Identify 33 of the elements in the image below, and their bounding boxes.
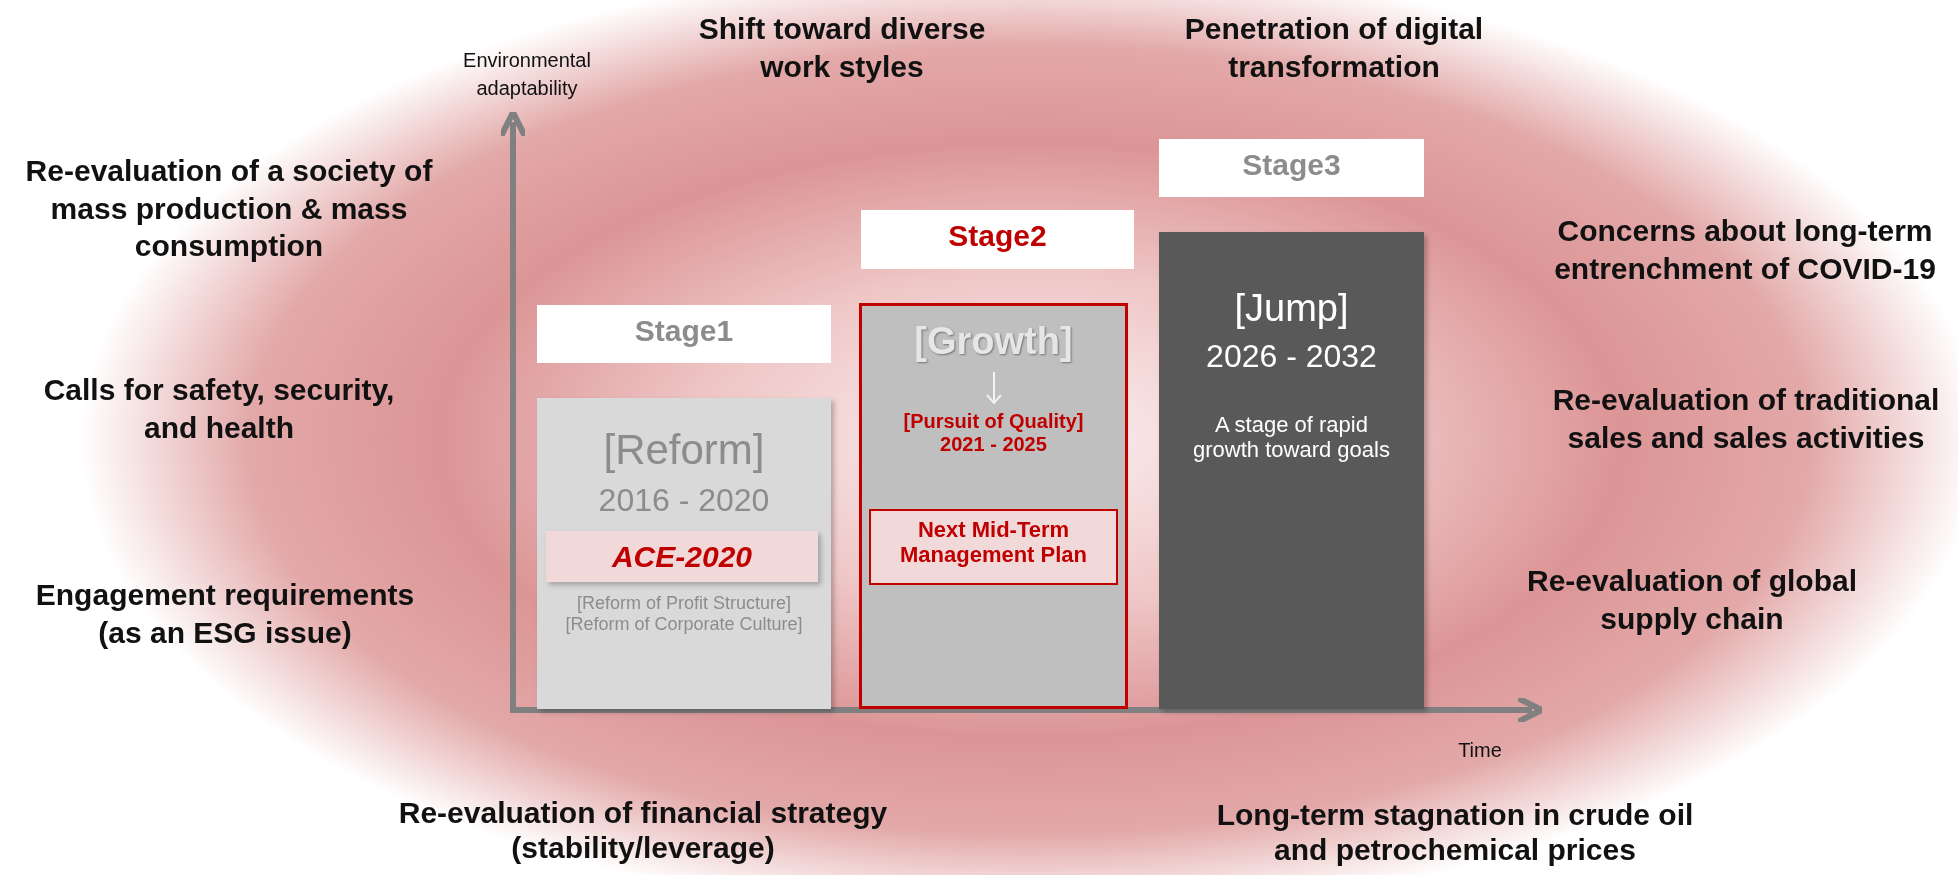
plan-name: ACE-2020 — [610, 540, 754, 575]
trend-label: Penetration of digital transformation — [1183, 11, 1485, 85]
stage-header — [537, 305, 831, 363]
axis-label: Time — [1457, 738, 1503, 763]
trend-label: Concerns about long-term entrenchment of COVID-19 — [1553, 213, 1937, 287]
year-range: 2016 - 2020 — [597, 482, 771, 519]
trend-label: Re-evaluation of global supply chain — [1526, 563, 1858, 637]
stage-title: Stage3 — [1241, 148, 1342, 183]
year-range: 2026 - 2032 — [1205, 338, 1378, 375]
stage-bar — [859, 303, 1128, 709]
stage-description: A stage of rapid growth toward goals — [1192, 412, 1391, 463]
stage-theme: [Growth] — [913, 320, 1074, 364]
stage-bar — [537, 398, 831, 709]
reform-note: [Reform of Profit Structure] [Reform of Corporate Culture] — [564, 593, 804, 635]
trend-label: Calls for safety, security, and health — [42, 372, 396, 446]
stage-header — [861, 210, 1134, 269]
stage-header — [1159, 139, 1424, 197]
trend-label: Long-term stagnation in crude oil and petrochemical prices — [1215, 798, 1695, 867]
plan-box — [546, 531, 818, 582]
trend-label: Shift toward diverse work styles — [697, 11, 987, 85]
stage-theme: [Reform] — [602, 426, 766, 475]
plan-name: Next Mid-Term Management Plan — [898, 517, 1088, 568]
trend-label: Re-evaluation of a society of mass production & mass consumption — [24, 153, 434, 264]
trend-label: Re-evaluation of financial strategy (stability/leverage) — [397, 796, 889, 865]
stage-theme: [Pursuit of Quality] 2021 - 2025 — [902, 410, 1085, 456]
trend-label: Engagement requirements (as an ESG issue) — [34, 577, 416, 651]
plan-box — [869, 509, 1118, 585]
stage-bar — [1159, 232, 1424, 709]
trend-label: Re-evaluation of traditional sales and sales activities — [1551, 382, 1941, 456]
axis-label: Environmental adaptability — [462, 48, 592, 101]
stage-title: Stage1 — [633, 314, 735, 349]
stage-theme: [Jump] — [1233, 287, 1350, 331]
stage-title: Stage2 — [947, 219, 1048, 254]
